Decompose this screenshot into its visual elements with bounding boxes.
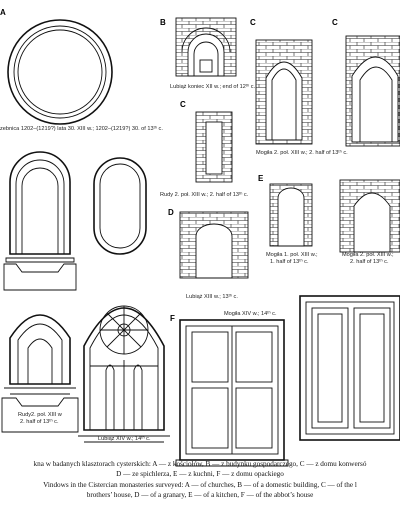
group-letter-f: F <box>170 314 175 323</box>
double-window-f-right <box>299 295 400 441</box>
tracery-window-lubiaz <box>78 305 170 443</box>
group-letter-c-2: C <box>332 18 338 27</box>
label-c-mogila: Mogiła 2. poł. XIII w.; 2. half of 13ᵗʰ … <box>256 150 348 156</box>
label-b-lubiaz: Lubiąż koniec XII w.; end of 12ᵗʰ c. <box>170 84 256 90</box>
label-e-mogila-2: 1. half of 13ᵗʰ c. <box>270 259 309 265</box>
group-letter-c-1: C <box>250 18 256 27</box>
label-f-mogila: Mogiła XIV w.; 14ᵗʰ c. <box>224 311 277 317</box>
brick-rect-window-c-rudy <box>195 111 233 183</box>
label-a-rudy-2: 2. half of 13ᵗʰ c. <box>20 419 59 425</box>
caption-polish-line-1: kna w badanych klasztorach cysterskich: … <box>33 460 367 468</box>
label-a-circle: zebnica 1202–(1219?) lata 30. XIII w.; 1… <box>0 126 163 132</box>
brick-lancet-window-c-mogila-2 <box>345 35 400 147</box>
brick-window-e-mogila <box>269 183 313 247</box>
lancet-window-rudy <box>1 314 79 433</box>
group-letter-c-3: C <box>180 100 186 109</box>
oval-window <box>93 157 147 255</box>
group-letter-b: B <box>160 18 166 27</box>
round-headed-window <box>3 151 77 291</box>
round-window-drawing <box>7 19 113 125</box>
brick-lancet-window-c-mogila <box>255 39 313 145</box>
label-e-mogila-1: Mogiła 1. poł. XIII w.; <box>266 252 318 258</box>
label-c-mogila2-1: Mogiła 2. poł. XIII w.; <box>342 252 394 258</box>
caption-polish-line-2: D — ze spichlerza, E — z kuchni, F — z d… <box>116 470 284 478</box>
group-letter-a: A <box>0 8 6 17</box>
label-c-rudy: Rudy 2. poł. XIII w.; 2. half of 13ᵗʰ c. <box>160 192 249 198</box>
label-a-rudy-1: Rudy2. poł. XIII w <box>18 412 62 418</box>
group-letter-e: E <box>258 174 264 183</box>
caption-english-line-2: brothers’ house, D — of a granary, E — o… <box>86 491 314 499</box>
brick-arched-window-b <box>175 17 237 77</box>
double-window-f-left <box>175 319 289 467</box>
group-letter-d: D <box>168 208 174 217</box>
brick-window-d-lubiaz <box>179 211 249 279</box>
label-c-mogila2-2: 2. half of 13ᵗʰ c. <box>350 259 389 265</box>
caption-english-line-1: Vindows in the Cistercian monasteries su… <box>43 481 357 489</box>
label-d-lubiaz: Lubiąż XIII w.; 13ᵗʰ c. <box>186 294 238 300</box>
label-a-lubiaz: Lubiąż XIV w.; 14ᵗʰ c. <box>98 436 151 442</box>
brick-window-c-mogila-3 <box>339 179 400 253</box>
